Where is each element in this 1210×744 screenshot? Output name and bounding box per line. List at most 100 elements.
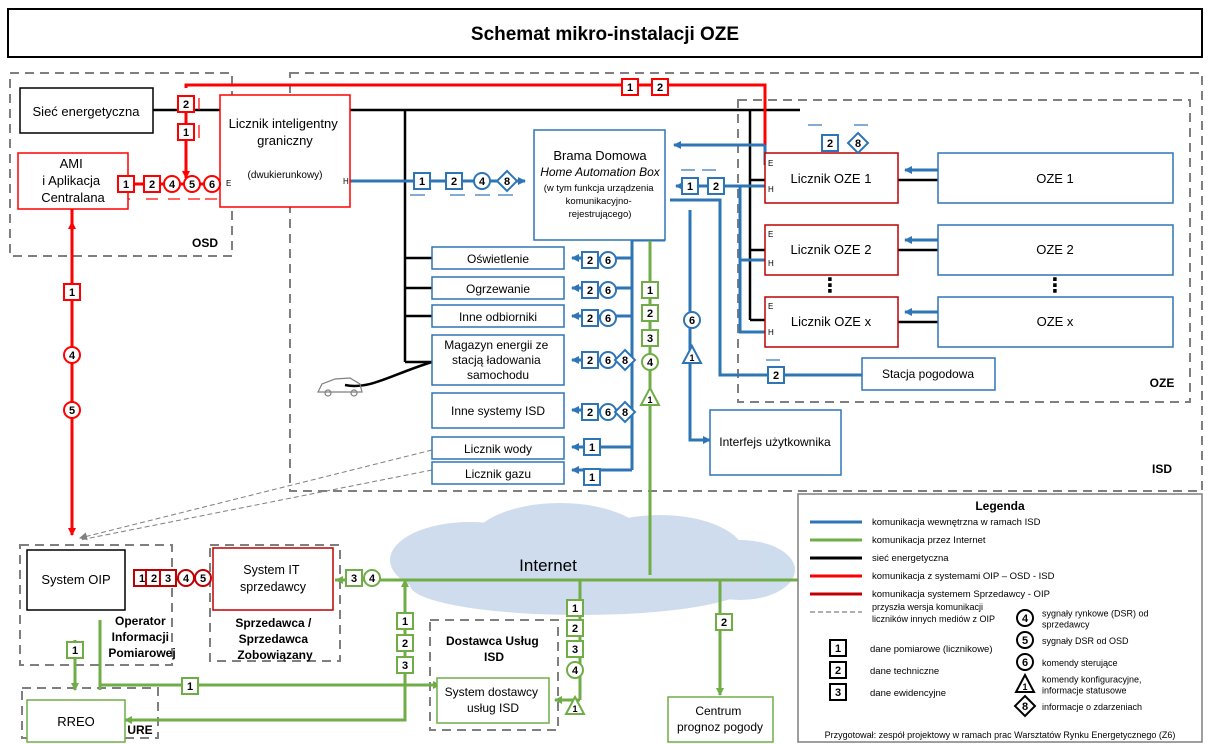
badge-1-47: 1: [567, 600, 583, 616]
badge-1-44: 1: [397, 613, 413, 629]
svg-text:2: 2: [657, 82, 663, 94]
page-title: Schemat mikro-instalacji OZE: [471, 24, 739, 45]
oswietlenie-label: Oświetlenie: [467, 252, 529, 266]
svg-text:2: 2: [587, 355, 593, 367]
legend-item-label: informacje o zdarzeniach: [1042, 702, 1142, 712]
legend-item-label: sygnały DSR od OSD: [1042, 636, 1129, 646]
oze1-label: OZE 1: [1036, 171, 1074, 186]
svg-text:5: 5: [200, 573, 206, 585]
badge-1-37: 1: [642, 282, 658, 298]
badge-2-26: 2: [582, 352, 598, 368]
badge-6-25: 6: [600, 310, 616, 326]
badge-2-13: 2: [446, 173, 462, 189]
internet-label: Internet: [519, 556, 577, 575]
svg-text:6: 6: [605, 313, 611, 325]
badge-2-20: 2: [582, 252, 598, 268]
brama-title: Brama Domowa: [553, 148, 647, 163]
badge-2-3: 2: [144, 176, 160, 192]
svg-text:1: 1: [589, 472, 595, 484]
badge-2-16: 2: [822, 135, 838, 151]
svg-text:1: 1: [647, 395, 652, 405]
svg-text:6: 6: [689, 315, 695, 327]
badge-2-24: 2: [582, 310, 598, 326]
badge-2-36: 2: [768, 367, 784, 383]
system-oip-label: System OIP: [41, 572, 110, 587]
port-e-licznik-int: E: [226, 179, 231, 188]
svg-text:E: E: [768, 159, 773, 168]
siec-label: Sieć energetyczna: [33, 104, 141, 119]
badge-2-52: 2: [716, 614, 732, 630]
badge-4-58: 4: [178, 570, 194, 586]
badge-8-17: 8: [848, 133, 868, 153]
badge-7-41: 1: [641, 388, 659, 405]
badge-1-54: 1: [182, 678, 198, 694]
badge-2-45: 2: [397, 635, 413, 651]
badge-2-48: 2: [567, 620, 583, 636]
badge-1-12: 1: [414, 173, 430, 189]
svg-text:1: 1: [689, 353, 694, 363]
badge-1-53: 1: [67, 642, 83, 658]
svg-text:5: 5: [1022, 635, 1028, 647]
dots-2: ⋮: [1045, 275, 1065, 297]
svg-text:komunikacja systemem Sprzedawc: komunikacja systemem Sprzedawcy - OIP: [872, 589, 1050, 600]
svg-text:3: 3: [572, 644, 578, 656]
badge-3-49: 3: [567, 641, 583, 657]
svg-text:5: 5: [189, 179, 195, 191]
svg-text:2: 2: [773, 370, 779, 382]
badge-1-7: 1: [622, 79, 638, 95]
legend-symbol-5: 5: [1017, 632, 1033, 648]
svg-text:2: 2: [721, 617, 727, 629]
badge-3-57: 3: [160, 570, 176, 586]
svg-text:2: 2: [572, 623, 578, 635]
svg-text:komunikacja z systemami OIP –: komunikacja z systemami OIP – OSD - ISD: [872, 571, 1055, 582]
badge-2-19: 2: [708, 178, 724, 194]
legend-footer: Przygotował: zespół projektowy w ramach …: [825, 730, 1176, 740]
svg-text:4: 4: [369, 573, 376, 585]
svg-text:1: 1: [1022, 682, 1027, 692]
svg-text:8: 8: [622, 355, 628, 367]
svg-text:3: 3: [835, 687, 841, 699]
legend-item-label: sprzedawcy: [1042, 620, 1090, 630]
svg-text:H: H: [768, 328, 774, 337]
svg-text:1: 1: [183, 127, 189, 139]
svg-text:3: 3: [351, 573, 357, 585]
badge-2-0: 2: [178, 96, 194, 112]
svg-text:sieć energetyczna: sieć energetyczna: [872, 553, 949, 564]
badge-7-35: 1: [683, 346, 701, 363]
svg-text:H: H: [768, 259, 774, 268]
badge-5-59: 5: [195, 570, 211, 586]
badge-4-43: 4: [364, 570, 380, 586]
legend-item-label: dane techniczne: [870, 666, 939, 677]
svg-text:1: 1: [69, 287, 75, 299]
badge-1-2: 1: [118, 176, 134, 192]
svg-text:5: 5: [69, 405, 75, 417]
osd-label: OSD: [192, 236, 218, 250]
badge-2-29: 2: [582, 404, 598, 420]
svg-text:1: 1: [835, 643, 841, 655]
sprzedawca-label: Sprzedawca / Sprzedawca Zobowiązany: [235, 616, 314, 662]
svg-text:1: 1: [647, 285, 653, 297]
svg-text:2: 2: [587, 285, 593, 297]
svg-text:4: 4: [647, 357, 654, 369]
badge-6-6: 6: [204, 176, 220, 192]
badge-4-14: 4: [474, 173, 490, 189]
licznik-gazu-label: Licznik gazu: [465, 467, 531, 481]
legend-item-label: sygnały rynkowe (DSR) od: [1042, 609, 1149, 619]
svg-text:1: 1: [72, 645, 78, 657]
svg-text:3: 3: [165, 573, 171, 585]
operator-label: Operator Informacji Pomiarowej: [108, 614, 175, 660]
legend-item-label: informacje statusowe: [1042, 686, 1127, 696]
legend-symbol-3: 3: [830, 684, 846, 700]
licznik-oze1-label: Licznik OZE 1: [791, 171, 872, 186]
brama-sub: Home Automation Box: [540, 165, 661, 179]
licznik-int-box: [220, 95, 350, 207]
internet-cloud: [390, 503, 795, 615]
oze2-label: OZE 2: [1036, 242, 1074, 257]
badge-8-15: 8: [497, 171, 517, 191]
svg-text:8: 8: [504, 176, 510, 188]
svg-text:6: 6: [209, 179, 215, 191]
legend-symbol-6: 6: [1017, 654, 1033, 670]
svg-text:1: 1: [627, 82, 633, 94]
badge-5-5: 5: [184, 176, 200, 192]
